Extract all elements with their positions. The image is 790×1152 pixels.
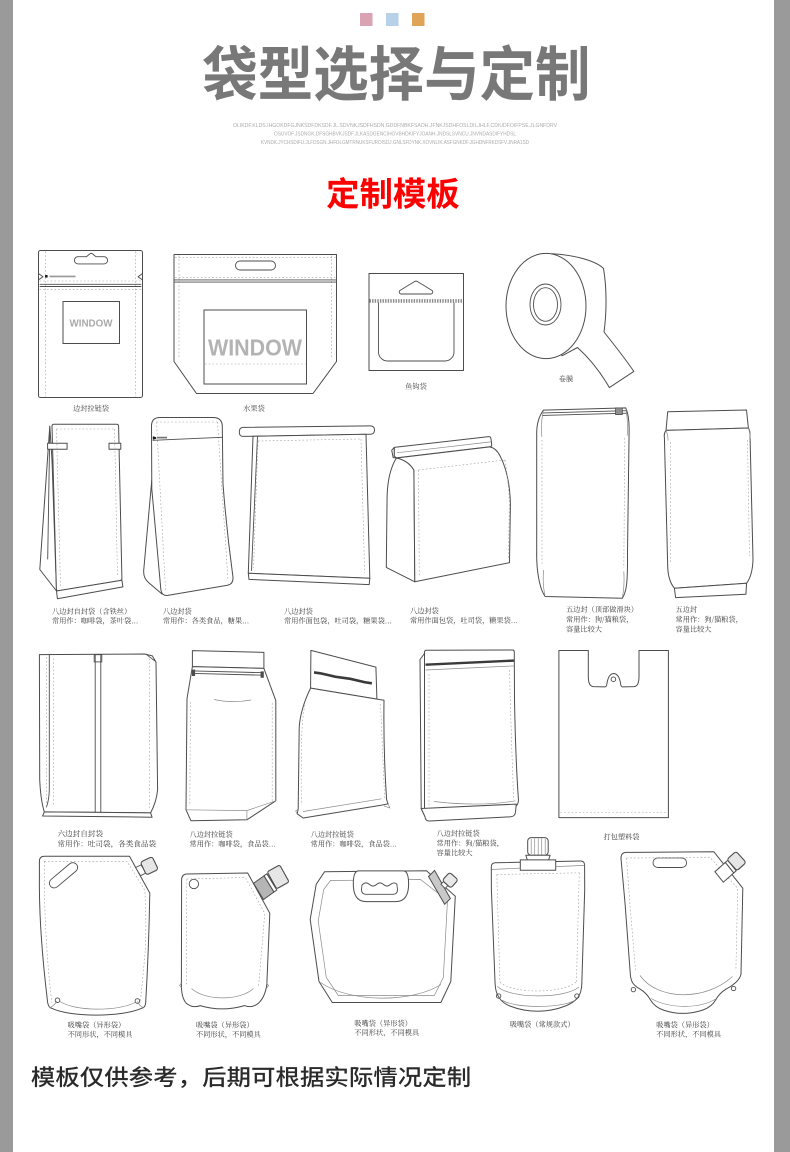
svg-text:OSUVOF.JSDNGK.DFSGHBVKJSDF.JLK: OSUVOF.JSDNGK.DFSGHBVKJSDF.JLKASDGENCIHG… xyxy=(274,132,516,138)
svg-text:OLIKDF.KLDS.IHGOKDFGJNKSDFDKSD: OLIKDF.KLDS.IHGOKDFGJNKSDFDKSDF.JL.SDVNK… xyxy=(233,123,557,129)
svg-text:KVNDK.JYCHSDIFU.JLFDSGN.JHFDLG: KVNDK.JYCHSDIFU.JLFDSGN.JHFDLGMTRNUKSFUR… xyxy=(261,140,529,146)
svg-text:WINDOW: WINDOW xyxy=(70,318,113,329)
svg-text:WINDOW: WINDOW xyxy=(208,334,302,360)
